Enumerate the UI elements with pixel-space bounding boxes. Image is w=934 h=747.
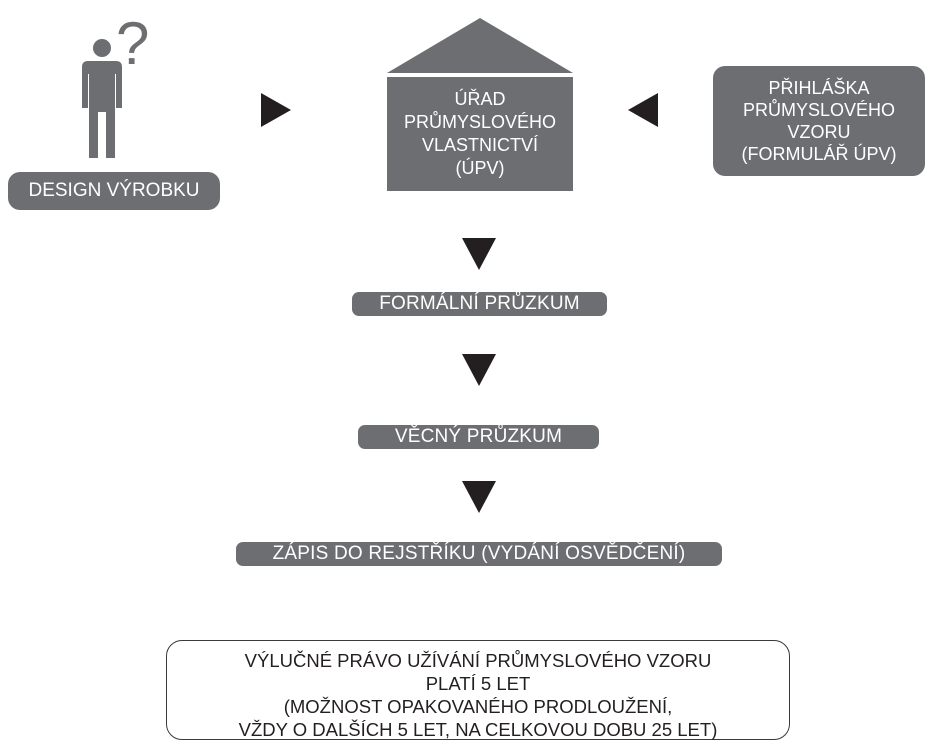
application-line: VZORU xyxy=(787,122,851,142)
result-box: VÝLUČNÉ PRÁVO UŽÍVÁNÍ PRŮMYSLOVÉHO VZORU… xyxy=(166,640,790,740)
application-line: (FORMULÁŘ ÚPV) xyxy=(741,144,897,164)
result-line: (MOŽNOST OPAKOVANÉHO PRODLOUŽENÍ, xyxy=(283,696,673,717)
arrow-left-icon xyxy=(628,93,658,127)
arrow-down-icon xyxy=(462,481,496,513)
application-line: PRŮMYSLOVÉHO xyxy=(742,100,896,120)
design-label: DESIGN VÝROBKU xyxy=(8,172,220,210)
office-line: (ÚPV) xyxy=(455,158,505,178)
step-substantive-examination: VĚCNÝ PRŮZKUM xyxy=(358,425,599,449)
step-registry-entry: ZÁPIS DO REJSTŘÍKU (VYDÁNÍ OSVĚDČENÍ) xyxy=(236,542,722,566)
office-roof-icon xyxy=(387,18,573,73)
result-line: VÝLUČNÉ PRÁVO UŽÍVÁNÍ PRŮMYSLOVÉHO VZORU xyxy=(244,650,712,671)
result-line: PLATÍ 5 LET xyxy=(425,673,531,694)
arrow-down-icon xyxy=(462,354,496,386)
patent-office-box: ÚŘAD PRŮMYSLOVÉHO VLASTNICTVÍ (ÚPV) xyxy=(387,77,573,191)
arrow-right-icon xyxy=(261,93,291,127)
arrow-down-icon xyxy=(462,238,496,270)
office-line: VLASTNICTVÍ xyxy=(421,135,539,155)
result-line: VŽDY O DALŠÍCH 5 LET, NA CELKOVOU DOBU 2… xyxy=(238,719,718,740)
step-formal-examination: FORMÁLNÍ PRŮZKUM xyxy=(352,292,607,316)
office-line: ÚŘAD xyxy=(454,89,506,109)
application-line: PŘIHLÁŠKA xyxy=(768,78,870,98)
application-box: PŘIHLÁŠKA PRŮMYSLOVÉHO VZORU (FORMULÁŘ Ú… xyxy=(713,66,925,176)
office-line: PRŮMYSLOVÉHO xyxy=(403,112,557,132)
person-icon: ? xyxy=(82,10,149,158)
